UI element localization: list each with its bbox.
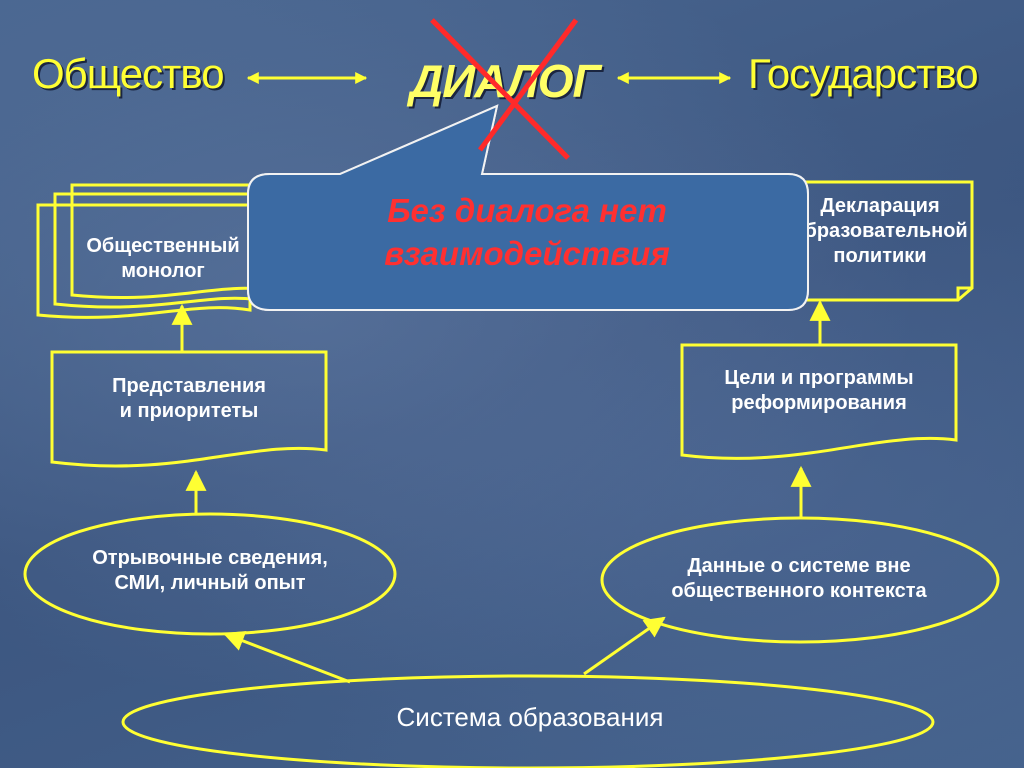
views-document	[50, 350, 328, 468]
arrow-education-to-sources	[223, 630, 351, 684]
data-label: Данные о системе вне общественного конте…	[671, 555, 927, 602]
sources-ellipse	[23, 512, 397, 636]
goals-label: Цели и программы реформирования	[724, 367, 914, 414]
arrow-education-to-data	[583, 616, 666, 676]
declaration-label: Декларация образовательной политики	[792, 195, 968, 267]
views-label: Представления и приоритеты	[112, 375, 266, 422]
education-ellipse	[121, 674, 935, 768]
society-title: Общество	[32, 50, 225, 97]
dialog-title: ДИАЛОГ	[410, 55, 601, 107]
state-title: Государство	[748, 50, 979, 97]
monologue-label: Общественный монолог	[86, 235, 240, 282]
sources-label: Отрывочные сведения, СМИ, личный опыт	[92, 547, 328, 594]
goals-document	[680, 343, 958, 460]
declaration-scroll-curl	[956, 286, 972, 300]
education-label: Система образования	[396, 702, 664, 732]
callout-text: Без диалога нет взаимодействия	[384, 192, 670, 272]
